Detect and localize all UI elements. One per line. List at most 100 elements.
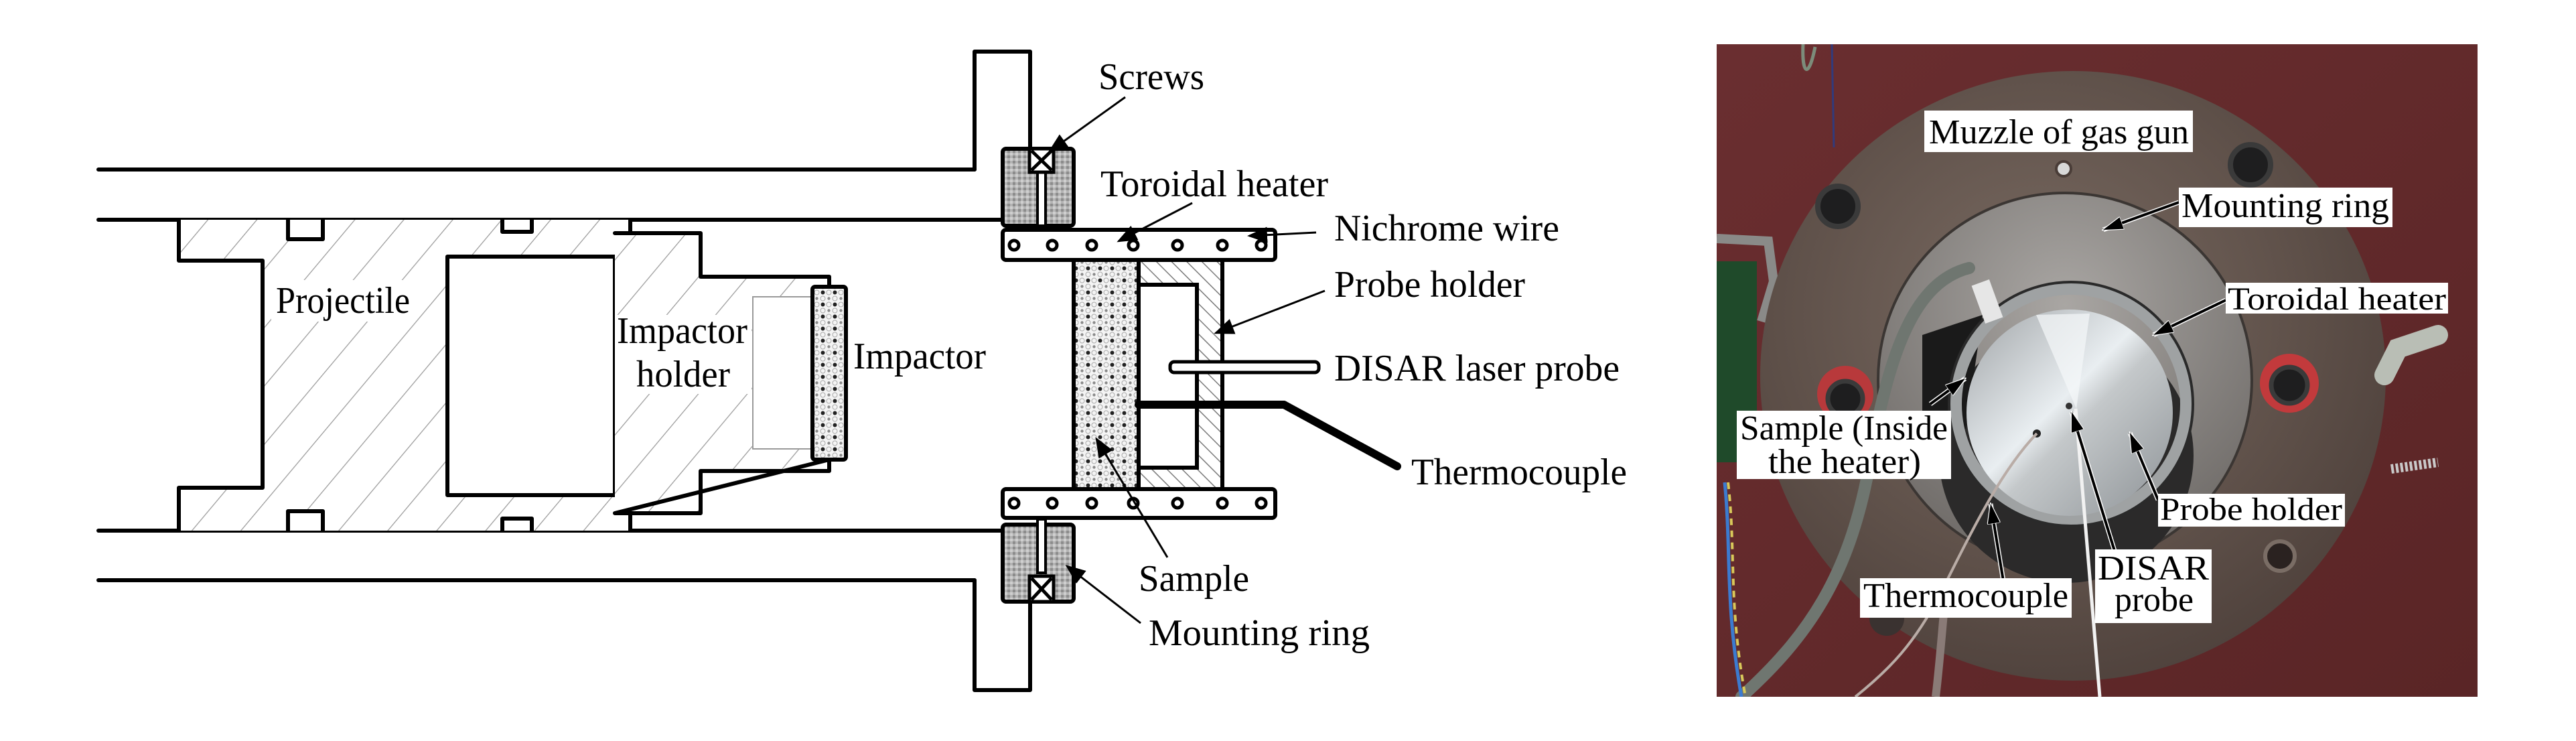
nichrome-wire-turn (1216, 496, 1229, 510)
photo-right-connector (2374, 325, 2448, 385)
nichrome-wire-turn (1255, 496, 1268, 510)
label-sample: Sample (1139, 558, 1249, 600)
hole-icon (2055, 160, 2072, 178)
nichrome-wire-turn (1007, 239, 1021, 252)
photo-label-disar-line2: probe (2115, 581, 2194, 619)
bracket (1717, 234, 1779, 324)
label-projectile: Projectile (276, 280, 410, 322)
projectile-groove (502, 519, 532, 531)
nichrome-wire-turn (1171, 496, 1184, 510)
arrow-nichrome-wire (1247, 226, 1317, 243)
projectile-groove (288, 511, 323, 531)
label-bg (615, 315, 752, 394)
hole-icon (2263, 539, 2297, 573)
photo-label-probe-holder: Probe holder (2160, 492, 2342, 527)
photo-label-thermocouple: Thermocouple (1863, 577, 2068, 615)
photograph: Muzzle of gas gun Mounting ring Toroidal… (1717, 44, 2478, 697)
bolt-icon (2228, 142, 2273, 188)
nichrome-wire-turn (1046, 496, 1059, 510)
photo-label-sample-line2: the heater) (1768, 443, 1921, 481)
label-bg (271, 280, 412, 322)
photo-arrows (1928, 200, 2227, 582)
nichrome-wire-turns (1007, 496, 1268, 510)
projectile-outline (177, 218, 265, 533)
projectile (177, 218, 632, 533)
photo-arrow-probe-holder (2129, 433, 2159, 500)
muzzle-flange-bottom (973, 578, 1032, 692)
nichrome-wire-turn (1127, 239, 1140, 252)
label-screws: Screws (1098, 56, 1204, 98)
arrow-toroidal-heater (1117, 202, 1193, 243)
bolt-icon (1815, 184, 1861, 229)
label-box (2158, 494, 2345, 527)
groove-outline (500, 218, 534, 234)
schematic-labels: Projectile Impactor holder Impactor Scre… (271, 56, 1627, 654)
screw-shaft (1036, 518, 1047, 574)
arrow-probe-holder (1214, 289, 1326, 334)
photo-label-mounting-ring: Mounting ring (2181, 187, 2389, 225)
groove-outline (286, 218, 325, 241)
arrow-mounting-ring (1065, 565, 1141, 624)
leader-arrows (1048, 96, 1326, 624)
photo-labels: Muzzle of gas gun Mounting ring Toroidal… (1737, 111, 2448, 623)
photo-twisted-wires (1723, 482, 1743, 697)
probe-holder (1137, 258, 1224, 491)
label-nichrome-wire: Nichrome wire (1334, 208, 1559, 249)
label-disar-laser-probe: DISAR laser probe (1334, 348, 1620, 389)
label-impactor-holder-line1: Impactor (617, 310, 747, 352)
mounting-ring-top (1001, 147, 1076, 228)
impactor-holder (613, 231, 831, 515)
screw-x-icon (1030, 149, 1053, 172)
bolt-icon (2269, 364, 2310, 406)
impactor-holder-outline (613, 231, 831, 515)
groove-outline (500, 517, 534, 533)
photo-label-muzzle: Muzzle of gas gun (1929, 113, 2189, 151)
nichrome-wire-turn (1171, 239, 1184, 252)
thermocouple-wire (1135, 401, 1401, 470)
arrow-sample (1095, 437, 1169, 558)
label-box (1737, 411, 1951, 479)
toroidal-heater-bottom (1001, 487, 1277, 520)
projectile-groove (502, 220, 532, 232)
nichrome-wire-turn (1046, 239, 1059, 252)
impactor-holder-recess (752, 296, 813, 450)
label-impactor: Impactor (853, 336, 986, 377)
label-box (1860, 578, 2072, 618)
nichrome-wire-turn (1085, 496, 1098, 510)
nichrome-wire-turn (1007, 496, 1021, 510)
label-mounting-ring: Mounting ring (1149, 612, 1370, 654)
photo-spring (2390, 458, 2439, 474)
screw-shaft (1036, 171, 1047, 227)
photo-arrow-mounting-ring (2103, 201, 2179, 231)
nichrome-wire-turn (1085, 239, 1098, 252)
photo-heater-terminal (1971, 279, 2003, 324)
screw-x-icon (1030, 577, 1053, 601)
arrow-screws (1048, 96, 1126, 153)
groove-outline (286, 509, 325, 533)
photo-toroidal-heater-edge (1948, 281, 2194, 527)
probe-holder-window (1137, 283, 1199, 470)
toroidal-heater-top (1001, 228, 1277, 262)
label-box (2226, 283, 2448, 314)
photo-arrow-thermocouple (1991, 504, 2005, 582)
photo-label-sample-line1: Sample (Inside (1740, 409, 1948, 448)
label-box (2179, 188, 2392, 227)
nichrome-wire-turns (1007, 239, 1268, 252)
label-probe-holder: Probe holder (1334, 264, 1525, 306)
photo-label-toroidal-heater: Toroidal heater (2228, 281, 2446, 317)
photo-disk-highlight (2036, 314, 2090, 409)
photo-twisted-wires (1727, 482, 1747, 697)
photo-arrow-disar (2070, 412, 2116, 551)
photo-arrow-sample (1929, 379, 1965, 405)
label-impactor-holder-line2: holder (636, 354, 730, 395)
photo-probe-hole (2066, 403, 2072, 409)
label-thermocouple: Thermocouple (1411, 452, 1627, 493)
photo-toroidal-heater (1950, 283, 2192, 525)
projectile-groove (288, 220, 323, 239)
muzzle-flange-top (973, 50, 1032, 172)
hanging-wire (1801, 44, 1817, 71)
mounting-ring-bottom (1001, 518, 1076, 604)
photo-arrow-toroidal-heater (2153, 299, 2226, 336)
photo-disar-fiber (2074, 408, 2102, 697)
